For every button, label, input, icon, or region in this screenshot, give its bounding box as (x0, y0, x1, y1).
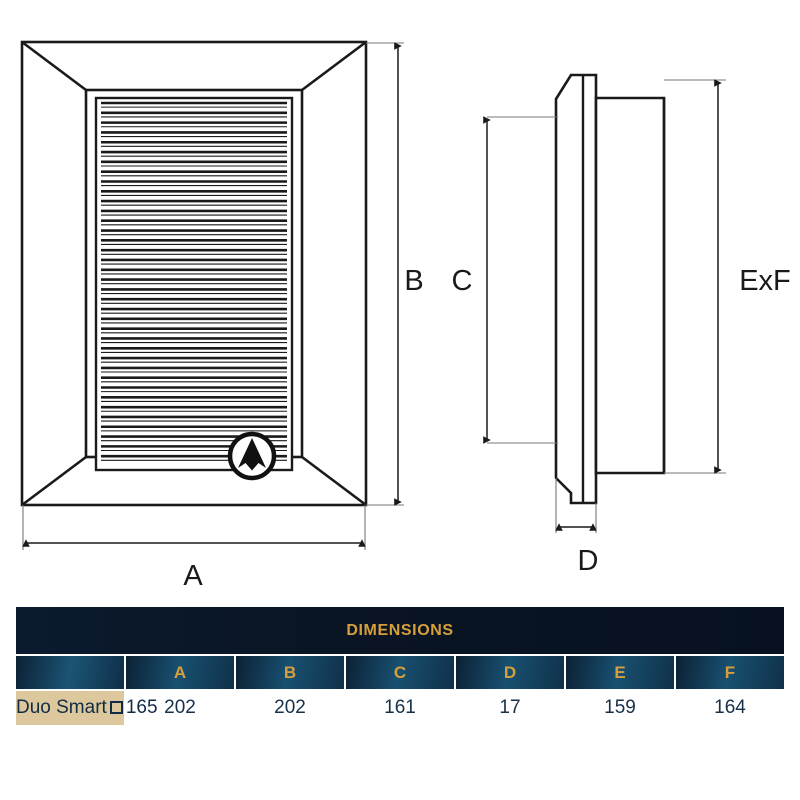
dimension-label-d: D (578, 545, 599, 577)
column-header-c: C (346, 656, 454, 689)
dimension-d: D (555, 478, 599, 577)
column-header-b: B (236, 656, 344, 689)
column-header-d: D (456, 656, 564, 689)
side-flange (554, 73, 598, 505)
front-view-group (20, 40, 368, 507)
bevel-top-right (301, 40, 367, 92)
technical-drawing: B A C (20, 40, 791, 592)
logo-badge (227, 431, 277, 481)
bevel-bottom-right (301, 455, 367, 507)
dimension-exf: ExF (664, 79, 791, 474)
model-name-suffix: 165 (125, 697, 158, 718)
louver-slats (101, 101, 287, 461)
dimension-label-exf: ExF (739, 265, 791, 297)
square-glyph-icon (109, 701, 123, 714)
dimension-label-b: B (404, 265, 423, 297)
model-name-cell: Duo Smart 165 (16, 691, 158, 725)
dimension-c: C (452, 116, 558, 444)
value-c: 161 (346, 691, 454, 725)
value-d: 17 (456, 691, 564, 725)
bevel-top-left (21, 40, 87, 92)
bevel-bottom-left (21, 455, 87, 507)
mountain-peak-icon (238, 438, 266, 471)
dimensions-table: DIMENSIONS A B C D E F Duo Smart 165 202 … (14, 605, 786, 727)
side-spigot (594, 96, 666, 475)
table-header-row: A B C D E F (16, 656, 784, 689)
value-e: 159 (566, 691, 674, 725)
drawing-svg: B A C (20, 40, 791, 592)
model-name-prefix: Duo Smart (16, 697, 107, 718)
dimension-b: B (366, 42, 424, 506)
value-f: 164 (676, 691, 784, 725)
value-b: 202 (236, 691, 344, 725)
dimension-label-c: C (452, 265, 473, 297)
model-name-header (16, 656, 124, 689)
dimension-a: A (22, 505, 366, 592)
column-header-e: E (566, 656, 674, 689)
table-row: Duo Smart 165 202 202 161 17 159 164 (16, 691, 784, 725)
table-title: DIMENSIONS (16, 607, 784, 654)
value-a: 202 (126, 691, 234, 725)
side-view-group (554, 73, 666, 505)
column-header-f: F (676, 656, 784, 689)
column-header-a: A (126, 656, 234, 689)
dimension-label-a: A (183, 560, 203, 592)
table-title-row: DIMENSIONS (16, 607, 784, 654)
